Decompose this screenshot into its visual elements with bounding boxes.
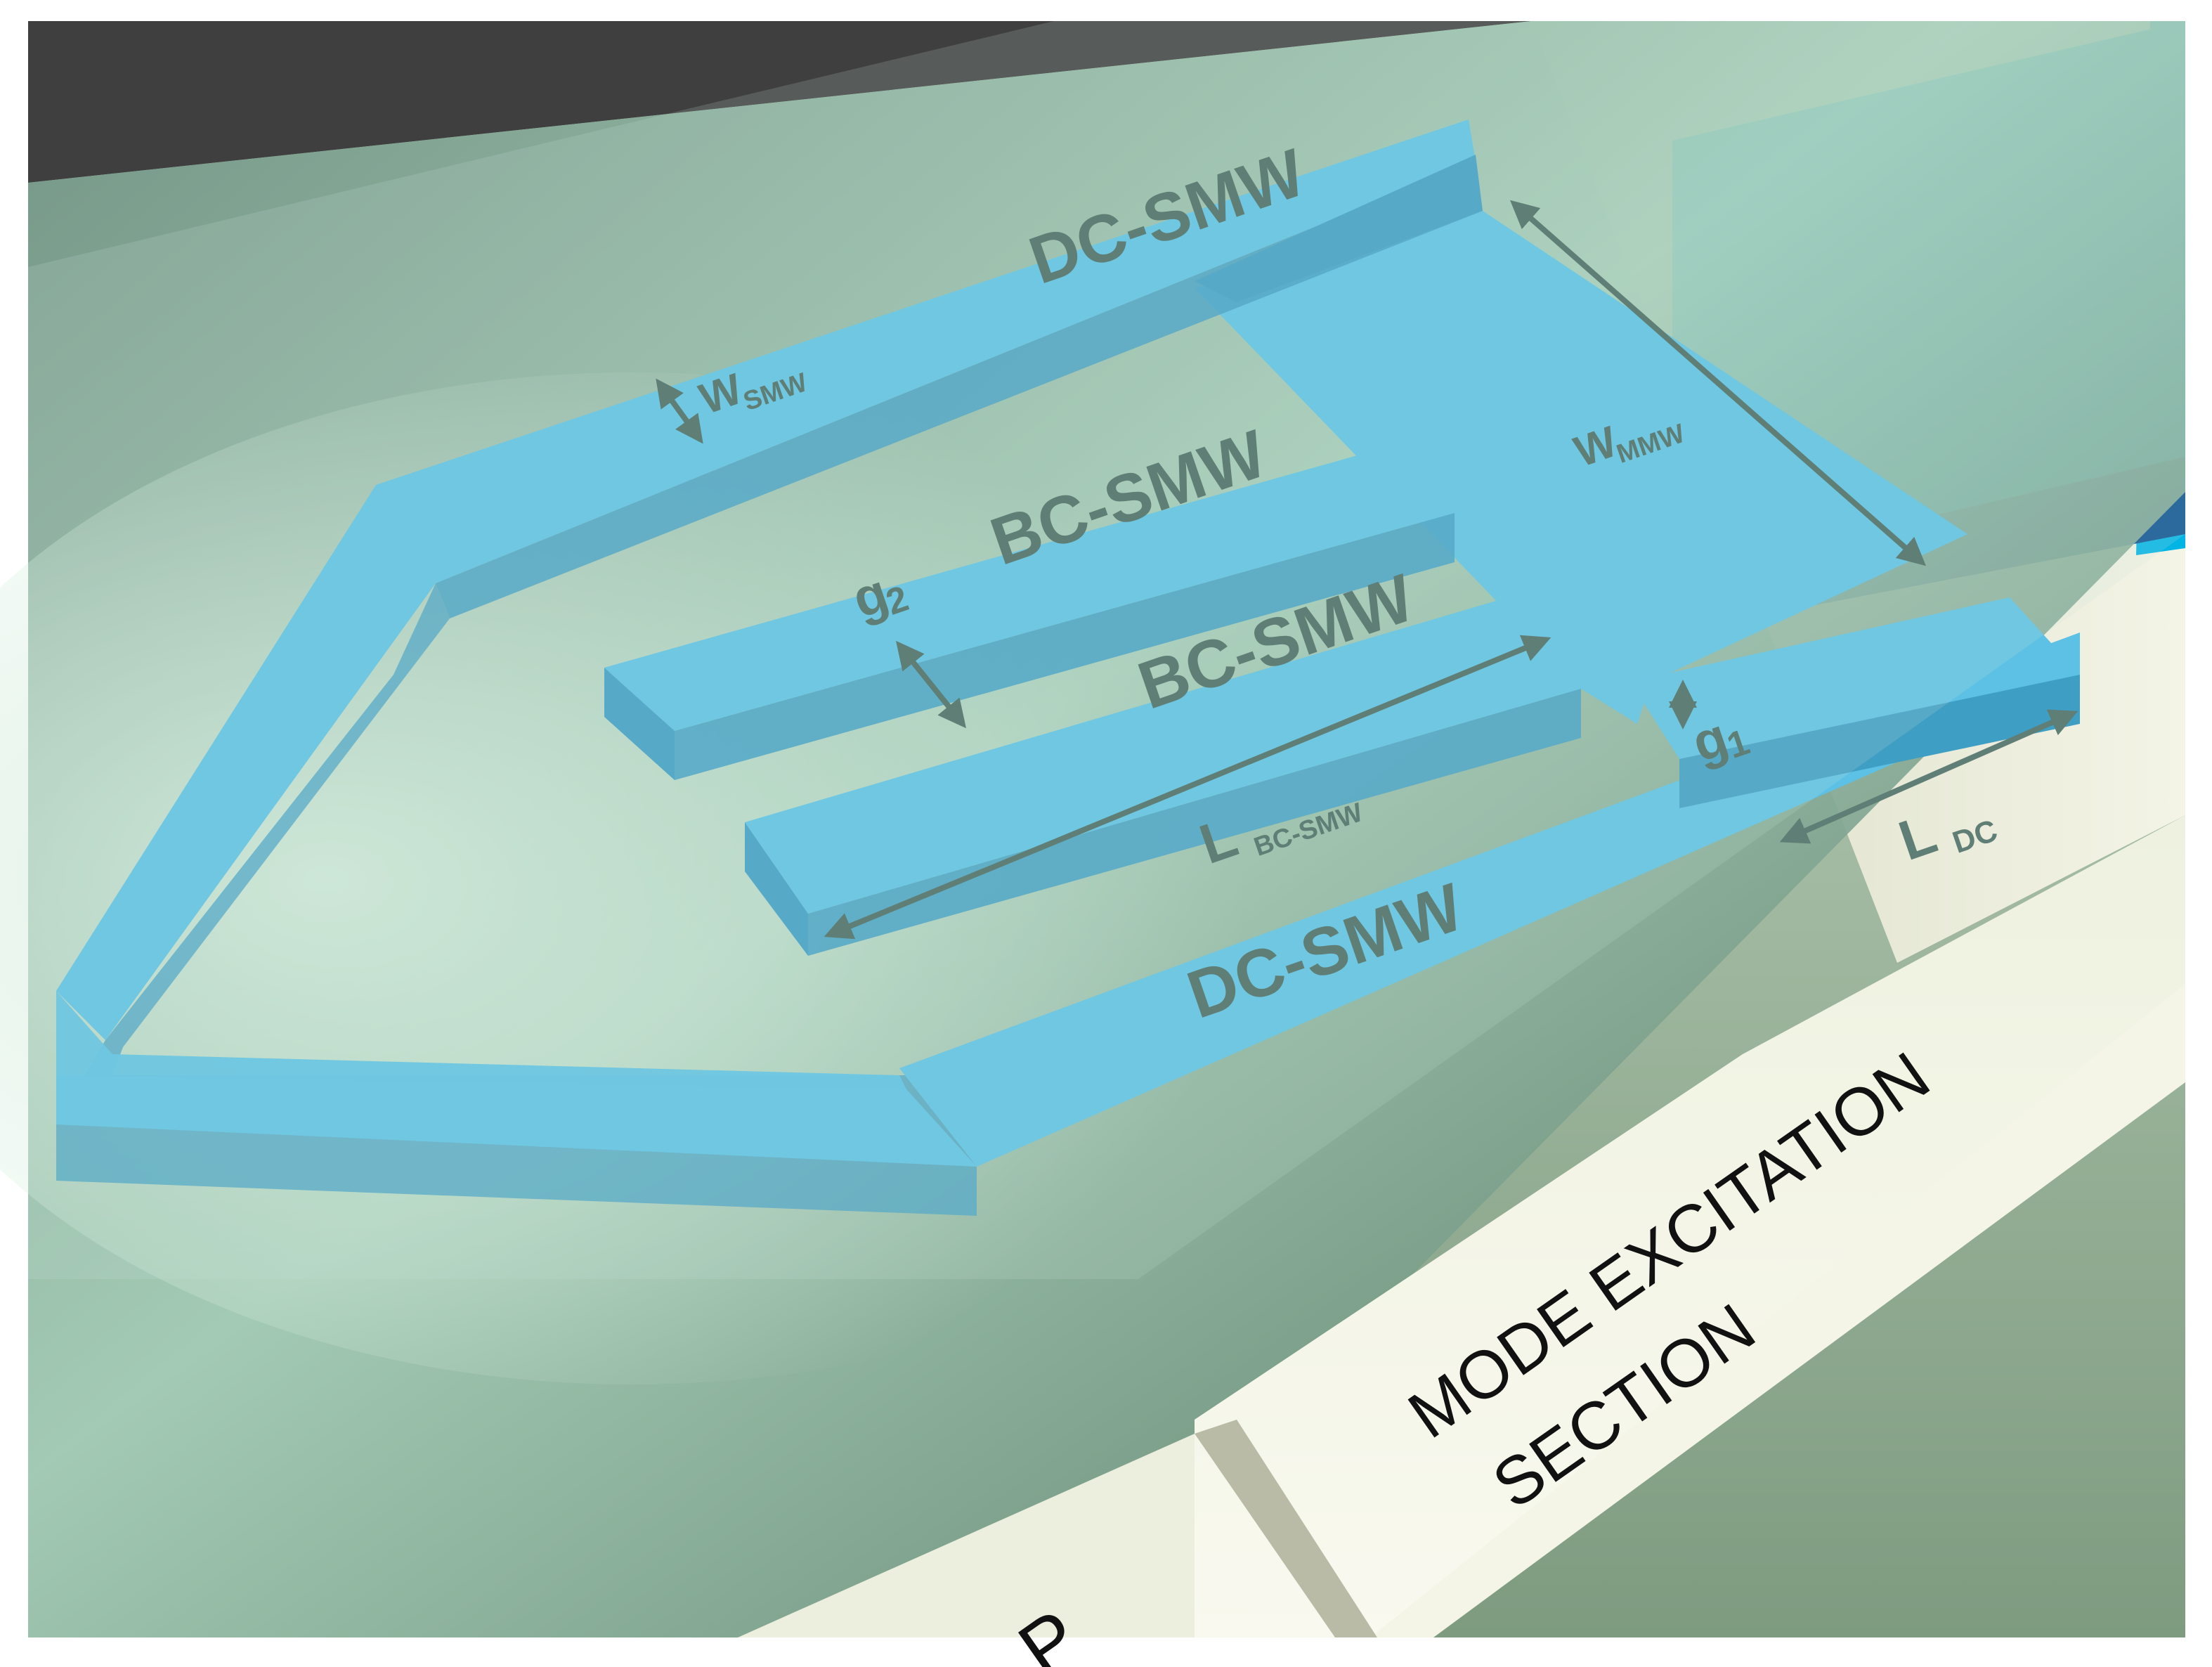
front-steps <box>738 815 2185 1637</box>
l-bc-smw-arrow <box>824 635 1551 940</box>
l-dc-arrow <box>1779 709 2078 844</box>
dimension-arrows <box>656 200 2078 940</box>
w-smw-arrow <box>656 378 703 444</box>
w-mmw-arrow <box>1509 200 1927 566</box>
